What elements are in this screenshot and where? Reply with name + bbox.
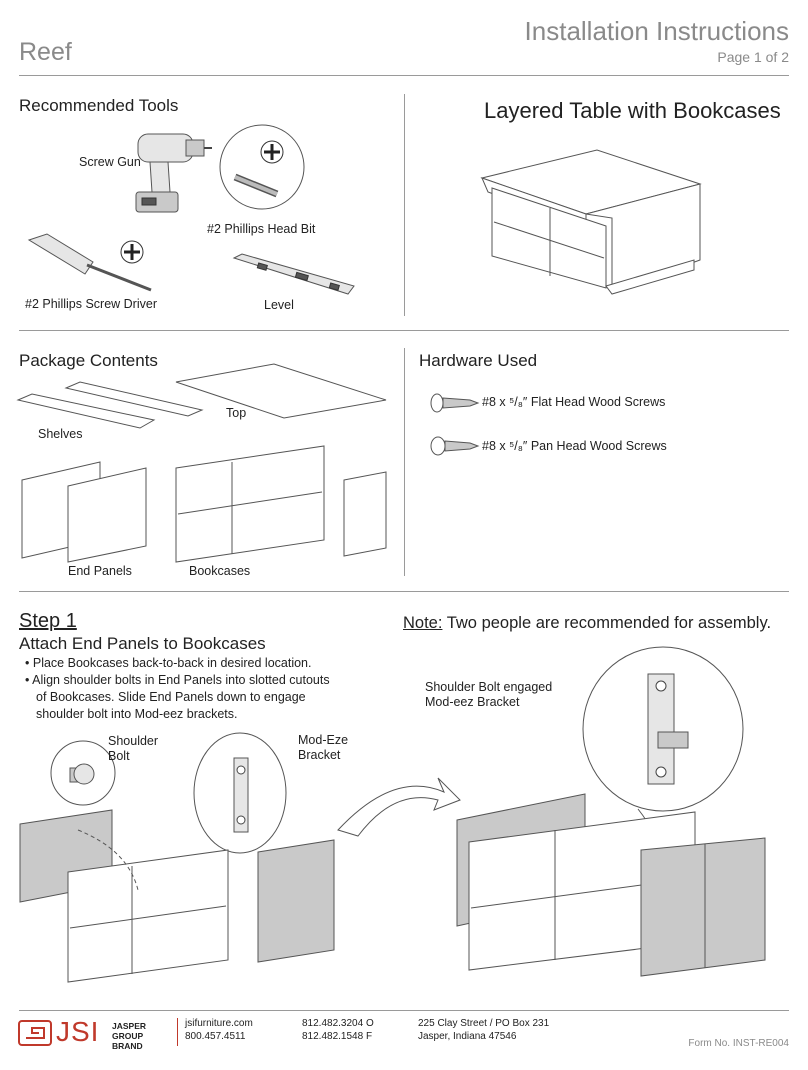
package-heading: Package Contents — [19, 351, 158, 370]
step-subheading: Attach End Panels to Bookcases — [19, 634, 266, 653]
form-number: Form No. INST-RE004 — [688, 1038, 789, 1049]
brand-name: Reef — [19, 38, 72, 66]
screwdriver-icon — [27, 233, 152, 292]
section-divider-2 — [19, 591, 789, 592]
shelves-illustration — [16, 381, 204, 429]
logo-text: JSI — [56, 1016, 100, 1047]
pan-head-screw-icon — [430, 436, 480, 456]
level-label: Level — [264, 298, 294, 312]
step1-assembly-right — [456, 793, 766, 977]
tools-heading: Recommended Tools — [19, 96, 179, 115]
step-bullet-2: • Align shoulder bolts in End Panels int… — [25, 673, 330, 687]
jsi-logo-icon — [18, 1020, 52, 1046]
shoulder-bolt-callout — [50, 740, 116, 806]
footer-divider — [19, 1010, 789, 1011]
hardware-item-flat: #8 x ⁵/₈″ Flat Head Wood Screws — [482, 395, 666, 409]
bookcases-illustration — [175, 445, 387, 563]
product-illustration — [480, 149, 702, 295]
footer-phones: 812.482.3204 O 812.482.1548 F — [302, 1018, 374, 1042]
end-panels-illustration — [21, 461, 147, 563]
bit-icon — [219, 124, 305, 210]
doc-title: Installation Instructions — [524, 16, 789, 46]
curved-arrow-icon — [337, 777, 461, 837]
hardware-item-pan: #8 x ⁵/₈″ Pan Head Wood Screws — [482, 439, 667, 453]
engaged-bracket-callout — [582, 646, 744, 860]
top-label: Top — [226, 406, 247, 420]
screw-gun-label: Screw Gun — [79, 155, 141, 169]
step1-assembly-left — [19, 809, 335, 983]
page-number: Page 1 of 2 — [717, 49, 789, 65]
step-bullet-2-line-3: shoulder bolt into Mod-eez brackets. — [36, 707, 238, 721]
screwdriver-label: #2 Phillips Screw Driver — [25, 297, 157, 311]
note-label: Note: — [403, 614, 443, 632]
mod-eze-bracket-callout — [193, 732, 287, 854]
mid-vertical-divider — [404, 348, 405, 576]
end-panels-label: End Panels — [68, 564, 132, 578]
shelves-label: Shelves — [38, 427, 83, 441]
section-divider-1 — [19, 330, 789, 331]
step-heading: Step 1 — [19, 610, 77, 632]
bookcases-label: Bookcases — [189, 564, 251, 578]
hardware-heading: Hardware Used — [419, 351, 538, 370]
step-bullet-2-line-2: of Bookcases. Slide End Panels down to e… — [36, 690, 306, 704]
top-vertical-divider — [404, 94, 405, 316]
assembly-note: Note: Two people are recommended for ass… — [403, 614, 772, 632]
screw-gun-icon — [135, 133, 212, 213]
header-divider — [19, 75, 789, 76]
flat-head-screw-icon — [430, 393, 480, 413]
bit-label: #2 Phillips Head Bit — [207, 222, 316, 236]
step-bullet-1: • Place Bookcases back-to-back in desire… — [25, 656, 312, 670]
top-illustration — [175, 363, 387, 419]
product-title: Layered Table with Bookcases — [484, 98, 781, 123]
footer-brand-divider — [177, 1018, 178, 1046]
level-icon — [232, 253, 355, 295]
